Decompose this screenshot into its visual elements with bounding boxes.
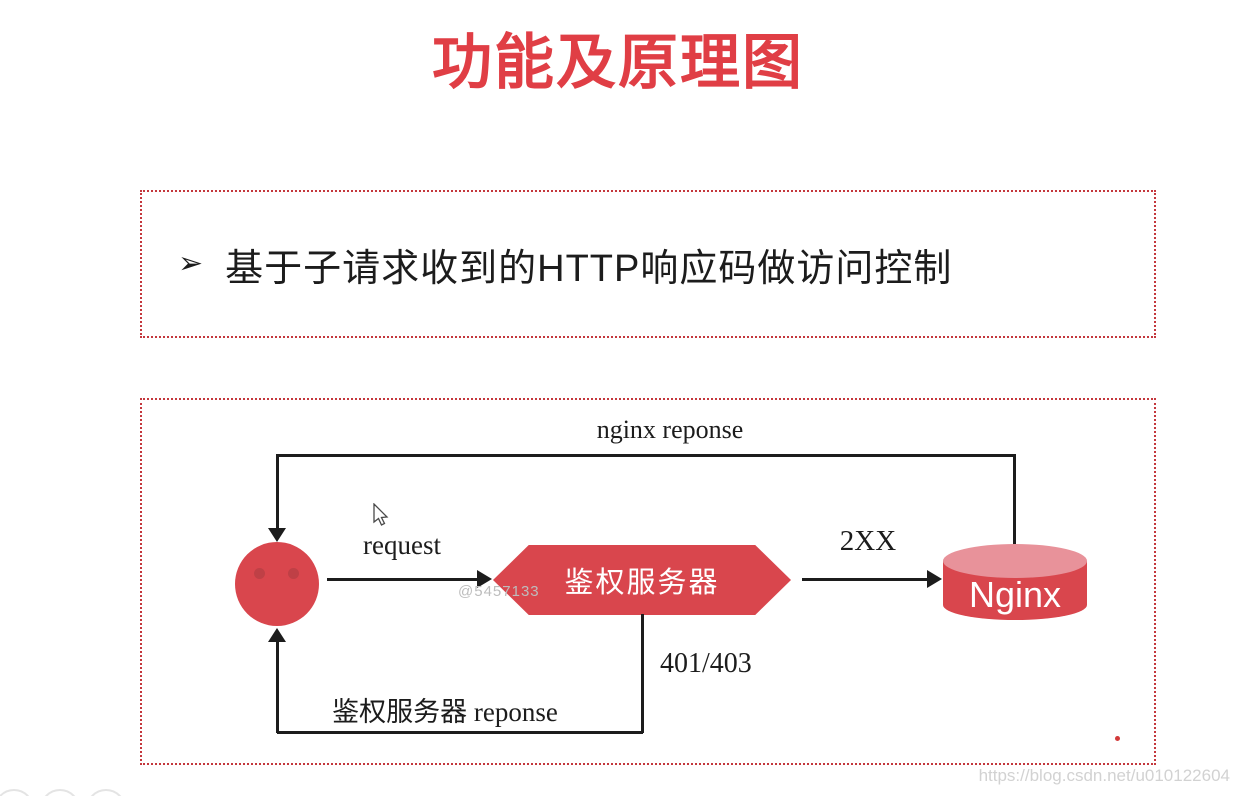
nginx-node: Nginx [943, 544, 1087, 620]
nginx-response-line-horizontal [277, 454, 1015, 457]
arrowhead-up-to-client [268, 628, 286, 642]
arrowhead-right-to-auth [477, 570, 492, 588]
client-eye-icon [288, 568, 299, 579]
user-id-watermark: @5457133 [458, 583, 540, 600]
summary-text: 基于子请求收到的HTTP响应码做访问控制 [225, 247, 953, 290]
mouse-cursor-icon [370, 502, 392, 534]
request-arrow-line [327, 578, 477, 581]
client-node [235, 542, 319, 626]
edge-circle-icon [0, 789, 34, 796]
request-label: request [363, 530, 441, 560]
blog-url-watermark: https://blog.csdn.net/u010122604 [978, 766, 1230, 785]
edge-circle-icon [40, 789, 80, 796]
arrowhead-down-to-client [268, 528, 286, 542]
edge-circle-icon [86, 789, 126, 796]
auth-response-line-left-vertical [276, 641, 279, 733]
laser-dot [1115, 736, 1120, 741]
cylinder-top [943, 544, 1087, 578]
auth-response-line-right-vertical [641, 614, 644, 733]
nginx-label: Nginx [968, 574, 1062, 615]
nginx-response-line-right-vertical [1013, 454, 1016, 546]
nginx-response-label: nginx reponse [596, 415, 744, 444]
auth-response-line-horizontal [277, 731, 643, 734]
nginx-response-line-left-vertical [276, 454, 279, 528]
client-eye-icon [254, 568, 265, 579]
arrowhead-right-to-nginx [927, 570, 942, 588]
error-codes-label: 401/403 [660, 648, 752, 679]
auth-response-label: 鉴权服务器 reponse [332, 697, 558, 727]
auth-server-label: 鉴权服务器 [564, 567, 720, 599]
page-title: 功能及原理图 [432, 29, 804, 96]
bullet-arrow-icon: ➢ [178, 247, 204, 280]
success-code-label: 2XX [839, 525, 897, 557]
success-arrow-line [802, 578, 927, 581]
diagram-box [140, 398, 1156, 765]
summary-box: ➢ 基于子请求收到的HTTP响应码做访问控制 [140, 190, 1156, 338]
auth-server-node: 鉴权服务器 [493, 545, 791, 615]
